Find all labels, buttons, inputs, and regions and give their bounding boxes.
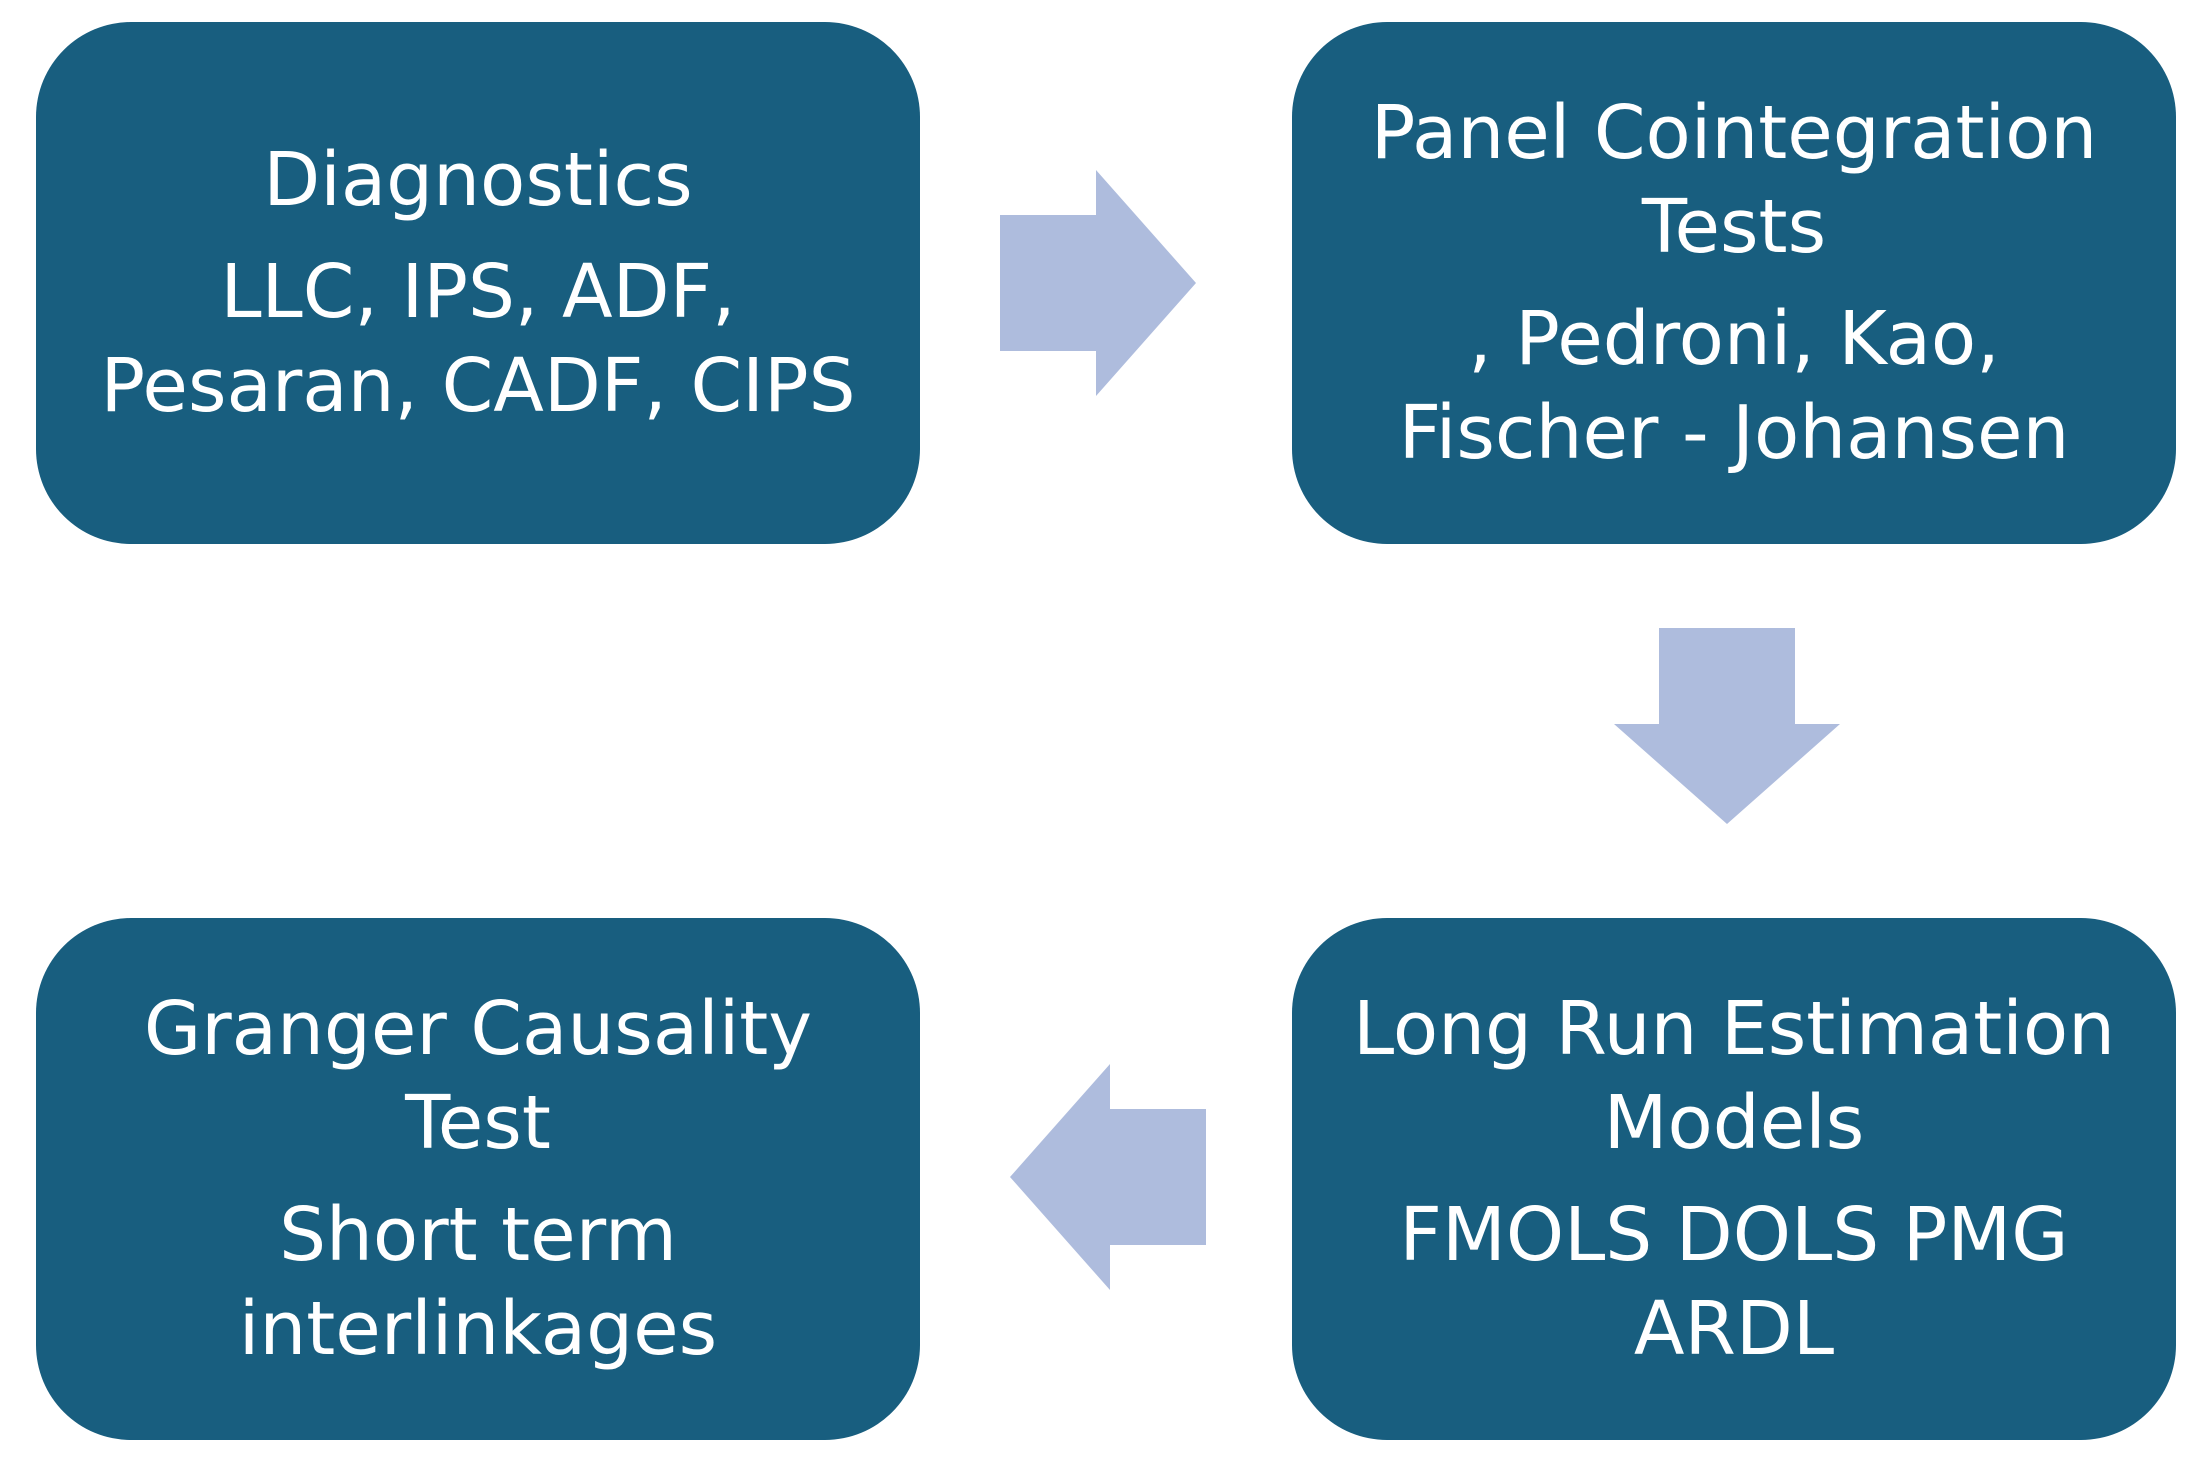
step-box-panel-cointegration: Panel Cointegration Tests , Pedroni, Kao… <box>1292 22 2176 544</box>
step-title: Diagnostics <box>263 137 693 223</box>
step-box-granger-causality: Granger Causality Test Short term interl… <box>36 918 920 1440</box>
arrow-right-icon <box>1000 170 1196 396</box>
step-body: Short term interlinkages <box>238 1192 718 1372</box>
step-body: , Pedroni, Kao, Fischer - Johansen <box>1398 296 2070 476</box>
step-body: FMOLS DOLS PMG ARDL <box>1399 1192 2069 1372</box>
step-title: Long Run Estimation Models <box>1352 986 2116 1166</box>
arrow-left-icon <box>1010 1064 1206 1290</box>
step-title: Panel Cointegration Tests <box>1370 90 2098 270</box>
step-title: Granger Causality Test <box>143 986 813 1166</box>
step-body: LLC, IPS, ADF, Pesaran, CADF, CIPS <box>100 249 856 429</box>
step-box-diagnostics: Diagnostics LLC, IPS, ADF, Pesaran, CADF… <box>36 22 920 544</box>
arrow-down-icon <box>1614 628 1840 824</box>
step-box-long-run-estimation: Long Run Estimation Models FMOLS DOLS PM… <box>1292 918 2176 1440</box>
